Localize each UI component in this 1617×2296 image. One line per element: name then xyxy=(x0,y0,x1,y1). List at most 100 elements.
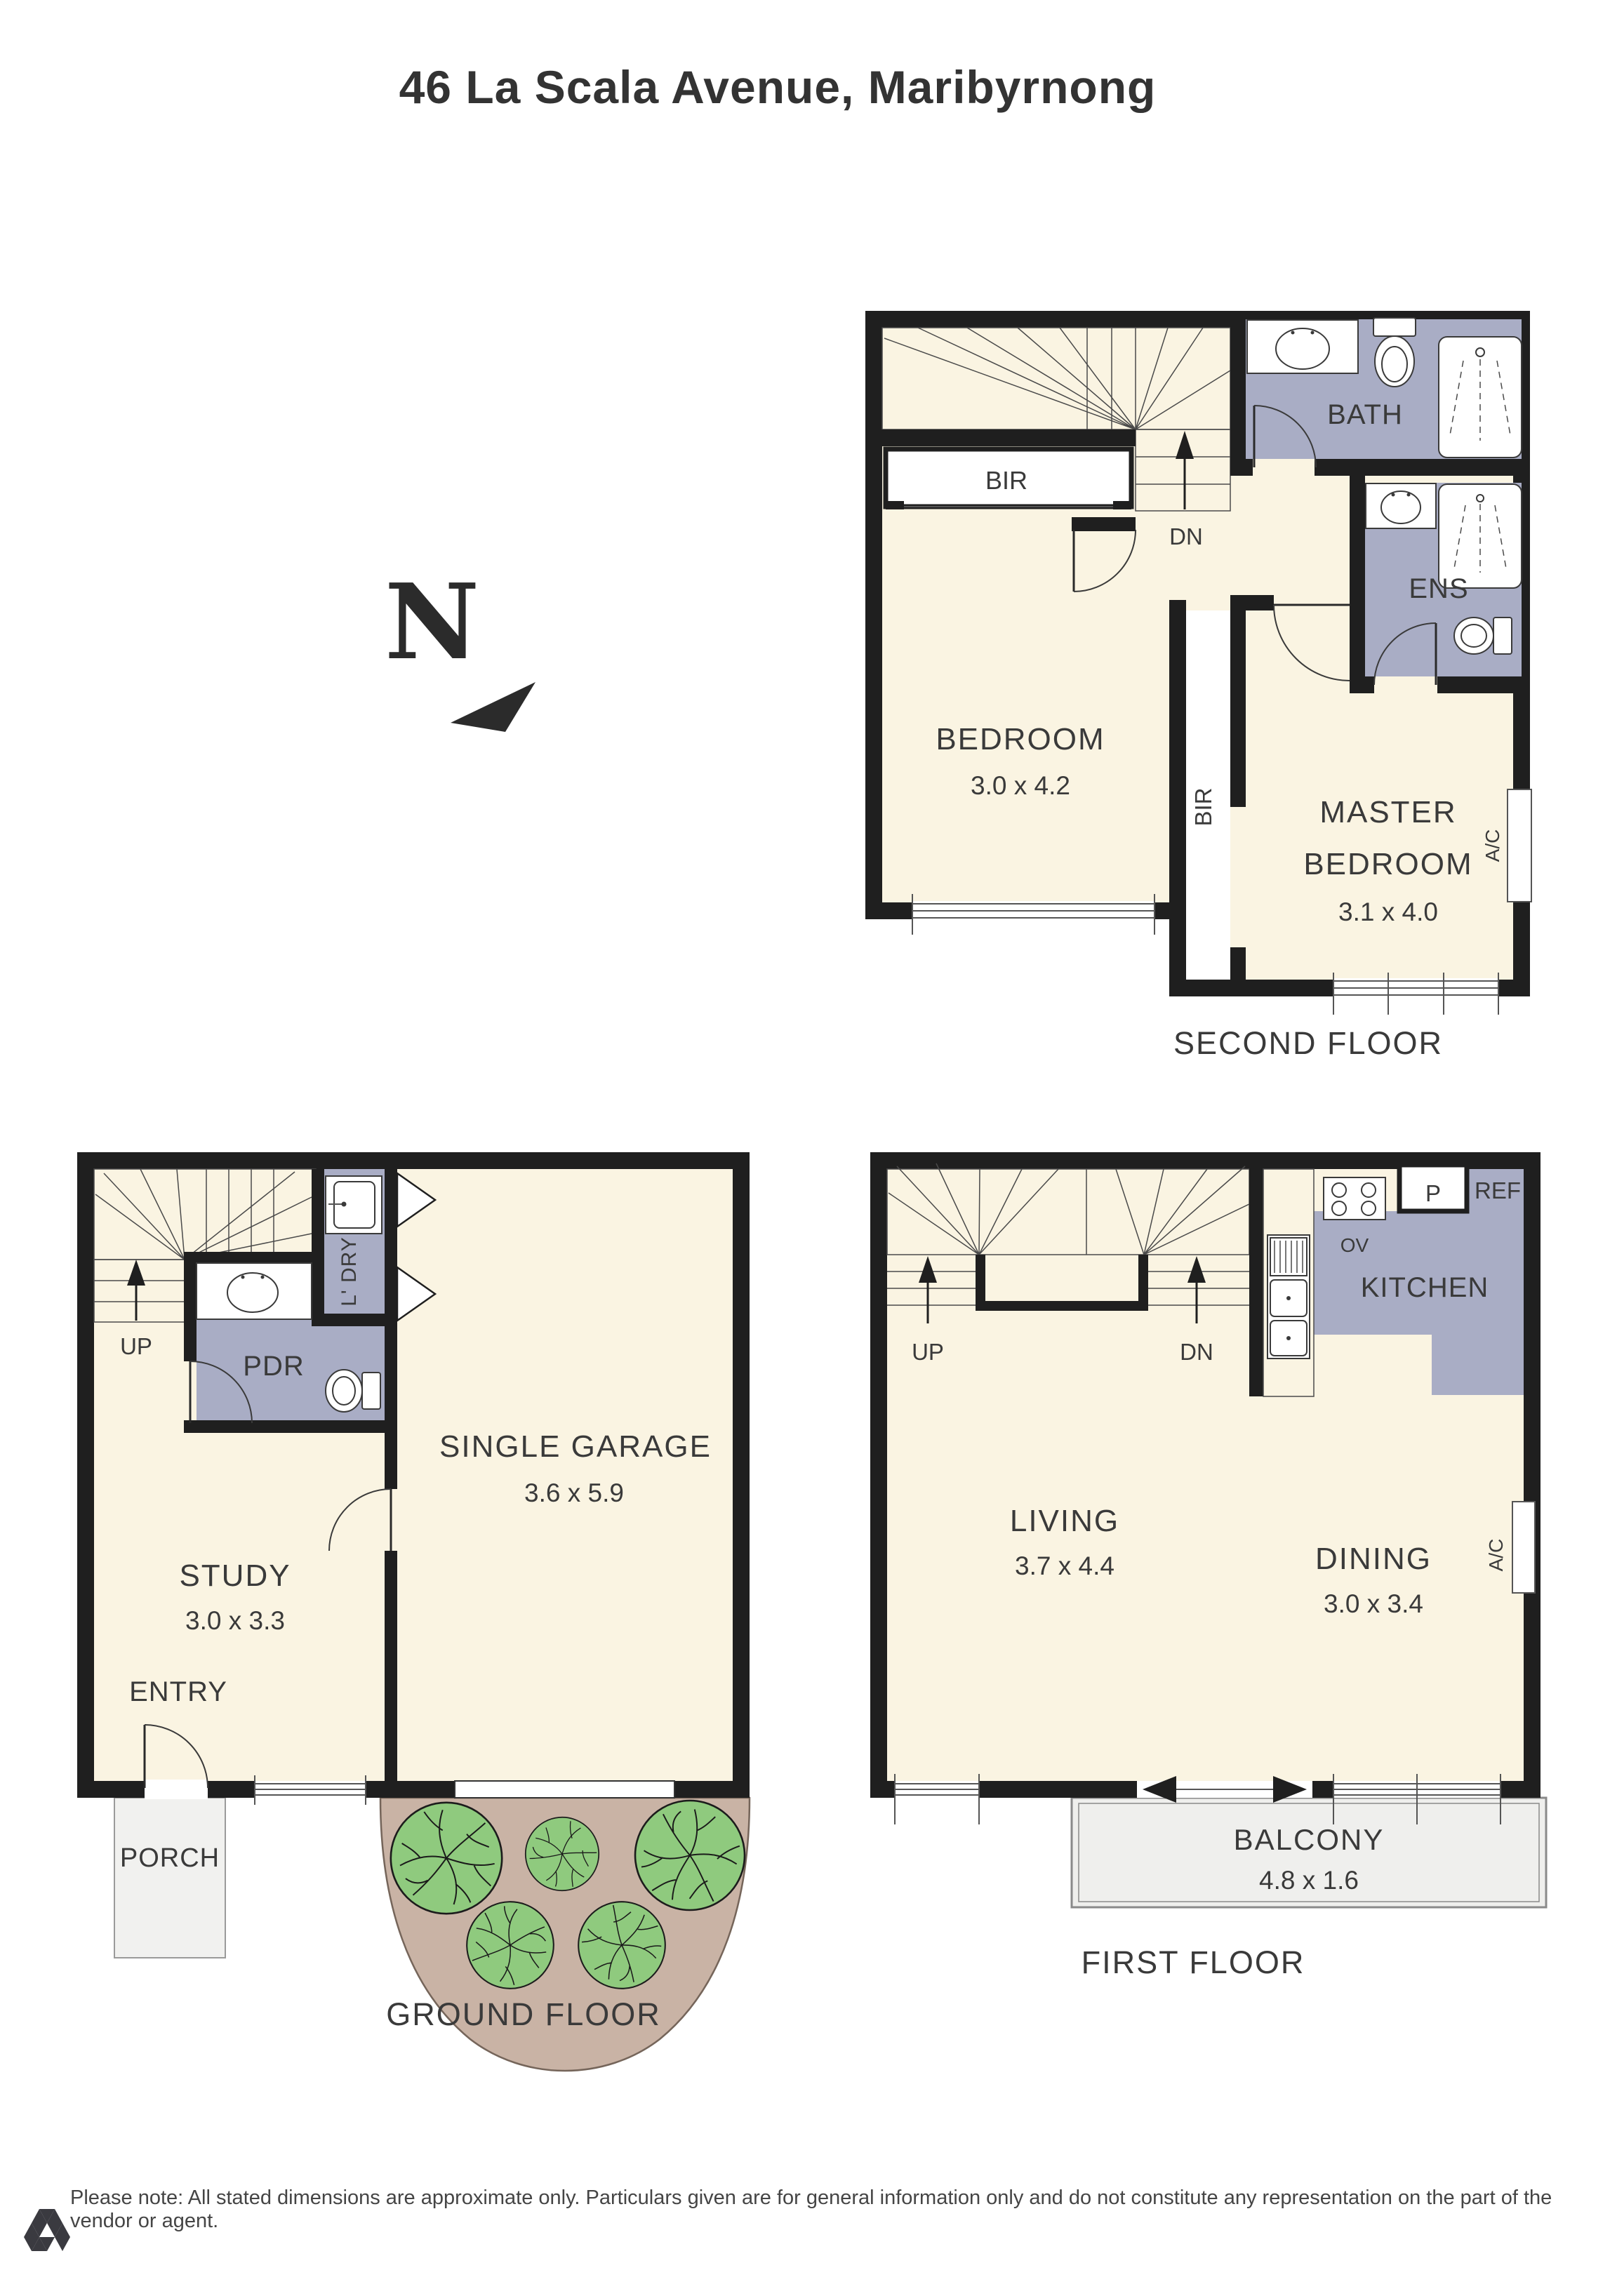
living-label: LIVING xyxy=(1010,1504,1119,1538)
study-label: STUDY xyxy=(179,1559,291,1593)
up-arrow-icon xyxy=(919,1256,937,1323)
second-ac-label: A/C xyxy=(1482,829,1503,862)
balcony-dims: 4.8 x 1.6 xyxy=(1259,1866,1359,1895)
first-floor-plan: UP DN OV P REF KITCHEN LIVING 3.7 x 4.4 … xyxy=(870,1152,1548,1980)
master-door-arc xyxy=(1273,604,1350,681)
bedroom-dims: 3.0 x 4.2 xyxy=(971,771,1070,800)
agency-logo-icon xyxy=(24,2209,70,2251)
kitchen-bench xyxy=(1263,1168,1315,1397)
second-floor-caption: SECOND FLOOR xyxy=(1173,1025,1443,1061)
garage-dims: 3.6 x 5.9 xyxy=(524,1479,624,1507)
first-floor-caption: FIRST FLOOR xyxy=(1082,1944,1305,1980)
kitchen-sink-icon xyxy=(1267,1234,1310,1359)
bedroom-door-arc xyxy=(1073,529,1136,592)
wall-robe-right-a xyxy=(1230,595,1246,807)
dining-window xyxy=(1333,1774,1501,1824)
bir-closet xyxy=(883,446,1134,509)
dining-dims: 3.0 x 3.4 xyxy=(1324,1589,1423,1618)
garage-panel-door xyxy=(454,1780,675,1798)
pdr-door-arc xyxy=(189,1361,253,1424)
bir-robe-corridor xyxy=(1186,610,1230,980)
kitchen-label: KITCHEN xyxy=(1361,1272,1489,1303)
study-window xyxy=(254,1775,366,1805)
garage-door-arc xyxy=(328,1488,392,1551)
wall-ens-bottom-a xyxy=(1350,676,1374,693)
dining-label: DINING xyxy=(1315,1542,1432,1576)
wall-stairs-ldry xyxy=(312,1169,324,1326)
pdr-vanity-icon xyxy=(196,1262,312,1320)
entry-label: ENTRY xyxy=(129,1676,227,1707)
north-letter: N xyxy=(385,561,480,683)
wall-ldry-garage xyxy=(385,1169,397,1431)
wall-pdr-top xyxy=(184,1252,312,1263)
master-dims: 3.1 x 4.0 xyxy=(1338,897,1438,926)
tree-icon xyxy=(390,1801,503,1915)
ground-floor-caption: GROUND FLOOR xyxy=(386,1996,661,2032)
ldry-door-icon xyxy=(396,1265,437,1323)
dn-arrow-icon xyxy=(1187,1256,1206,1323)
dn-label: DN xyxy=(1180,1339,1213,1365)
wall-stair-stub-bottom xyxy=(976,1301,1148,1311)
wall-under-stairs xyxy=(865,429,1136,446)
bath-label: BATH xyxy=(1327,399,1403,430)
living-dims: 3.7 x 4.4 xyxy=(1015,1551,1114,1580)
second-floor-plan: DN BIR BATH ENS BEDROOM 3.0 x 4.2 MASTER… xyxy=(865,311,1532,1061)
wall-stair-stub-left xyxy=(976,1255,985,1311)
ens-vanity-icon xyxy=(1365,483,1437,529)
kitchen-area xyxy=(1314,1169,1524,1395)
sliding-door xyxy=(1137,1776,1312,1803)
dn-label: DN xyxy=(1169,523,1203,549)
ens-toilet-icon xyxy=(1453,617,1512,655)
bath-door-opening xyxy=(1253,459,1315,476)
page-title: 46 La Scala Avenue, Maribyrnong xyxy=(399,61,1157,113)
ens-shower-icon xyxy=(1438,483,1522,589)
wall-pdr-bottom xyxy=(184,1420,397,1433)
balcony xyxy=(1070,1796,1548,1909)
ac-niche xyxy=(1507,789,1532,902)
up-label: UP xyxy=(912,1339,944,1365)
bath-shower-icon xyxy=(1438,336,1522,458)
ldry-label: L' DRY xyxy=(338,1236,361,1307)
bir-closet-label: BIR xyxy=(985,466,1027,495)
ens-door-arc xyxy=(1373,622,1437,686)
disclaimer-text: Please note: All stated dimensions are a… xyxy=(70,2187,1552,2232)
ldry-door-icon xyxy=(396,1171,437,1229)
porch-label: PORCH xyxy=(120,1843,220,1873)
bath-toilet-icon xyxy=(1373,317,1416,387)
pdr-label: PDR xyxy=(243,1351,304,1382)
wall-robe-right-b xyxy=(1230,947,1246,980)
wall-garage-left-a xyxy=(385,1431,397,1489)
dn-arrow-icon xyxy=(1176,431,1194,509)
bir-robe-label: BIR xyxy=(1190,787,1216,826)
ac-niche xyxy=(1512,1501,1536,1594)
ov-label: OV xyxy=(1340,1234,1369,1256)
pantry-label: P xyxy=(1425,1180,1441,1206)
bath-door-arc xyxy=(1253,405,1317,468)
stove-icon xyxy=(1323,1177,1386,1220)
porch xyxy=(114,1797,226,1958)
wall-ldry-bottom xyxy=(312,1314,397,1326)
living-window xyxy=(894,1774,980,1824)
first-ac-label: A/C xyxy=(1485,1539,1507,1572)
wall-ens-left xyxy=(1350,476,1365,693)
pantry-box xyxy=(1397,1162,1470,1214)
laundry-trough-icon xyxy=(325,1175,382,1234)
wall-ens-bottom-b xyxy=(1437,676,1530,693)
ref-label: REF xyxy=(1475,1177,1521,1203)
wall-kitchen xyxy=(1249,1161,1263,1396)
ens-label: ENS xyxy=(1409,573,1468,604)
entry-door xyxy=(143,1724,208,1799)
wall-bedroom-door-stub xyxy=(1072,517,1136,531)
up-arrow-icon xyxy=(127,1260,145,1321)
wall-master-door-stub xyxy=(1230,595,1274,610)
north-arrow-icon xyxy=(451,682,535,732)
wall-stair-bath xyxy=(1230,311,1246,476)
wall-stair-stub-right xyxy=(1138,1255,1148,1311)
balcony-label: BALCONY xyxy=(1234,1823,1385,1856)
garage-label: SINGLE GARAGE xyxy=(439,1429,712,1464)
master-label-1: MASTER xyxy=(1319,795,1456,829)
bedroom-label: BEDROOM xyxy=(936,722,1105,756)
wall-robe-left xyxy=(1169,600,1186,911)
up-label: UP xyxy=(120,1333,152,1359)
wall-pdr-left-a xyxy=(184,1252,197,1361)
